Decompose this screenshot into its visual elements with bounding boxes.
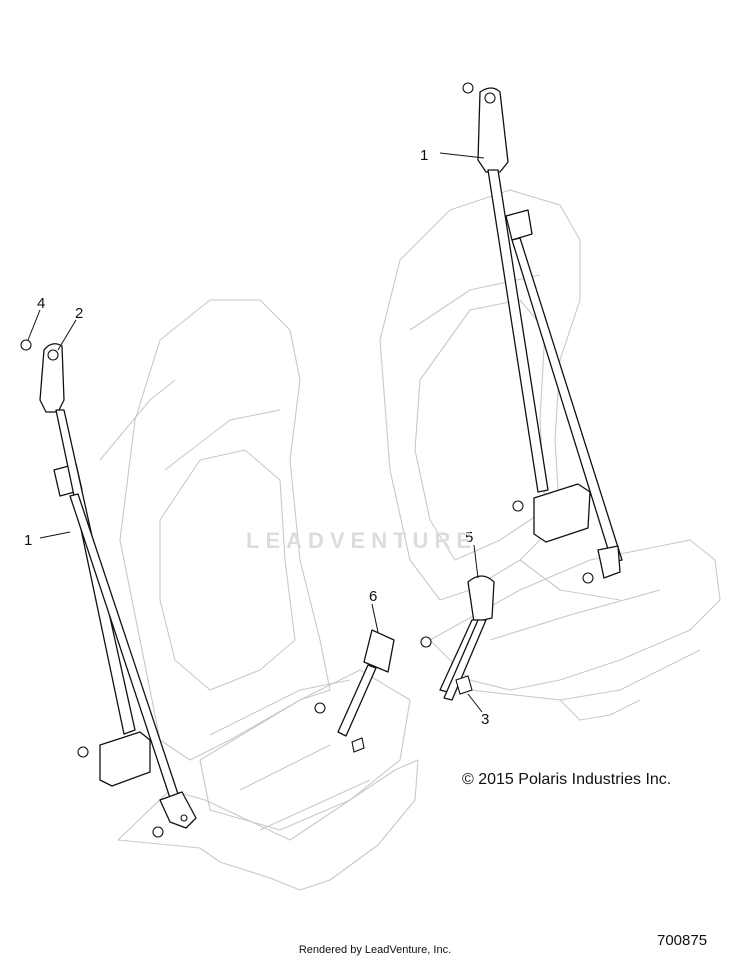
watermark: LEADVENTURE: [246, 528, 478, 553]
right-lower-anchor: [597, 545, 621, 579]
callouts: 1 1 2 3 4 5 6: [24, 147, 489, 728]
right-retractor: [533, 483, 591, 543]
lower-nut-left: [152, 826, 164, 838]
left-retractor: [99, 731, 151, 787]
left-seat: [99, 299, 419, 891]
callout-1-right: 1: [420, 147, 428, 164]
left-lower-bolt: [180, 814, 188, 822]
right-anchor-bolt: [484, 92, 496, 104]
nut-4: [20, 339, 32, 351]
buckle-5: [420, 575, 495, 701]
right-belt-webbing-front: [487, 169, 549, 493]
part-number: 700875: [657, 932, 708, 949]
leader-lines: [27, 152, 485, 713]
left-lower-anchor: [159, 791, 197, 829]
retractor-nut: [77, 746, 89, 758]
callout-2: 2: [75, 305, 83, 322]
rendered-by-text: Rendered by LeadVenture, Inc.: [298, 944, 452, 956]
left-seat-belt: [20, 339, 197, 838]
callout-3: 3: [481, 711, 489, 728]
right-seat-belt: [462, 82, 623, 584]
callout-5: 5: [465, 529, 473, 546]
callout-4: 4: [37, 295, 45, 312]
right-top-nut: [462, 82, 474, 94]
right-belt-guide: [505, 209, 533, 241]
left-upper-anchor: [39, 343, 65, 413]
left-anchor-bolt: [47, 349, 59, 361]
callout-6: 6: [369, 588, 377, 605]
callout-1-left: 1: [24, 532, 32, 549]
buckle-6: [314, 629, 395, 753]
copyright-text: © 2015 Polaris Industries Inc.: [462, 771, 672, 788]
right-belt-webbing-rear: [511, 237, 623, 563]
